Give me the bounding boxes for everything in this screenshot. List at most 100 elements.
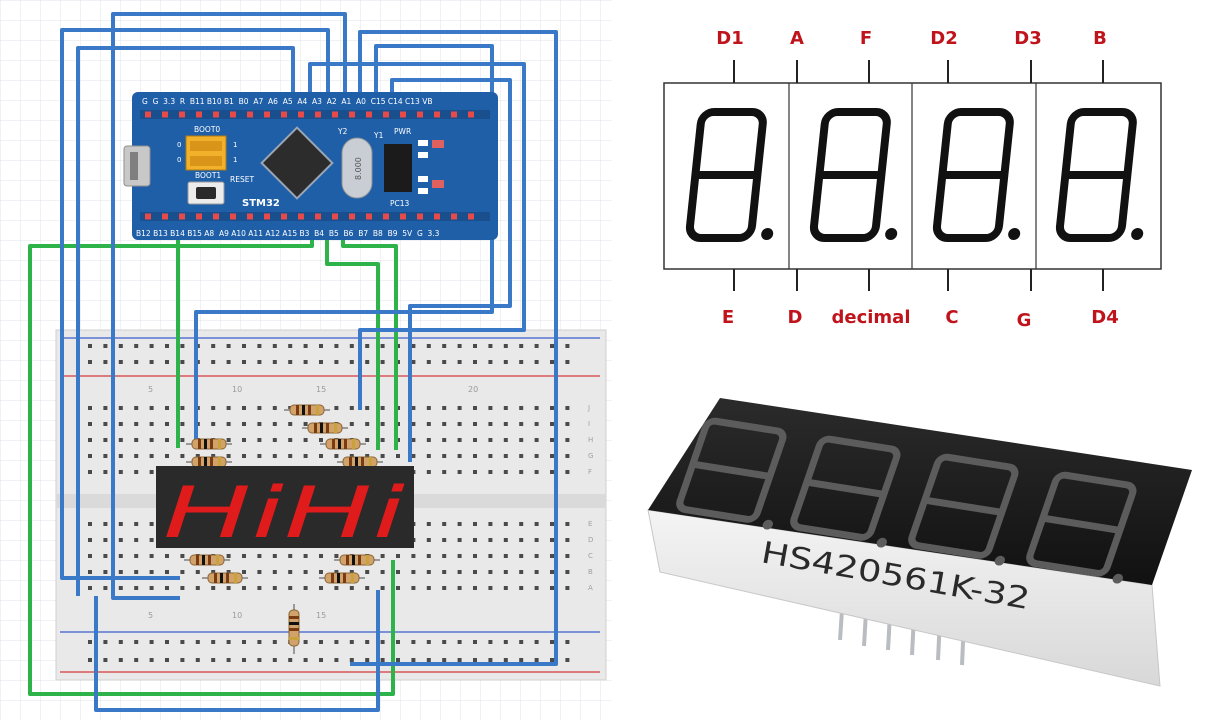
- breadboard-hole: [488, 554, 493, 558]
- breadboard-hole: [411, 554, 416, 558]
- breadboard-hole: [103, 640, 108, 644]
- breadboard-hole: [288, 344, 293, 348]
- pin-label-c: C: [945, 307, 958, 328]
- breadboard-hole: [565, 406, 570, 410]
- breadboard-hole: [257, 570, 262, 574]
- breadboard-hole: [272, 554, 277, 558]
- breadboard-hole: [396, 586, 400, 590]
- usb-port-slot: [130, 152, 138, 180]
- breadboard-hole: [226, 344, 231, 348]
- breadboard-hole: [103, 570, 108, 574]
- breadboard-hole: [503, 360, 508, 364]
- breadboard-hole: [503, 470, 508, 474]
- breadboard-hole: [149, 522, 154, 526]
- resistor-band: [366, 555, 369, 565]
- breadboard-hole: [426, 470, 431, 474]
- breadboard-hole: [103, 438, 108, 442]
- breadboard-hole: [442, 658, 447, 662]
- resistor-band: [210, 439, 213, 449]
- breadboard-hole: [288, 422, 293, 426]
- reset-label: RESET: [230, 175, 254, 184]
- header-pin: [247, 213, 253, 220]
- breadboard-hole: [103, 454, 108, 458]
- breadboard-hole: [165, 360, 169, 364]
- breadboard-hole: [242, 406, 246, 410]
- breadboard-hole: [426, 570, 431, 574]
- breadboard-hole: [149, 538, 154, 542]
- resistor-band: [198, 439, 201, 449]
- breadboard-hole: [149, 470, 154, 474]
- header-pin: [264, 213, 270, 220]
- resistor-band: [289, 637, 299, 640]
- breadboard-hole: [88, 522, 92, 526]
- header-pin: [400, 111, 406, 118]
- breadboard-hole: [473, 554, 477, 558]
- breadboard-hole: [180, 454, 185, 458]
- pin-label-d2: D2: [930, 28, 957, 49]
- jumper-0-label: 0: [177, 156, 181, 164]
- breadboard-hole: [442, 570, 447, 574]
- decimal-point: [761, 228, 774, 240]
- breadboard-hole: [303, 570, 308, 574]
- breadboard-hole: [503, 406, 508, 410]
- resistor-band: [349, 457, 352, 467]
- breadboard-hole: [149, 422, 154, 426]
- breadboard-hole: [242, 422, 246, 426]
- breadboard-hole: [195, 640, 200, 644]
- breadboard-hole: [488, 470, 493, 474]
- breadboard-hole: [319, 658, 323, 662]
- photo-decimal-point: [994, 555, 1005, 566]
- breadboard-hole: [473, 570, 477, 574]
- breadboard-hole: [519, 470, 524, 474]
- breadboard-hole: [411, 454, 416, 458]
- breadboard-hole: [442, 438, 447, 442]
- breadboard-hole: [149, 360, 154, 364]
- breadboard-hole: [550, 406, 554, 410]
- breadboard-hole: [319, 344, 323, 348]
- header-pin: [196, 111, 202, 118]
- header-pin: [162, 213, 168, 220]
- photo-digit-middle: [923, 496, 1003, 516]
- jumper: [190, 156, 222, 166]
- breadboard-hole: [503, 344, 508, 348]
- jumper-0-label: 0: [177, 141, 181, 149]
- digit-glyph: [932, 108, 1021, 242]
- breadboard-hole: [488, 570, 493, 574]
- breadboard-hole: [272, 406, 277, 410]
- breadboard-hole: [180, 658, 185, 662]
- breadboard-hole: [272, 344, 277, 348]
- breadboard-hole: [288, 438, 293, 442]
- breadboard-hole: [349, 658, 354, 662]
- pinout-digits: [685, 108, 1144, 242]
- breadboard-hole: [503, 554, 508, 558]
- mcu-chip: [260, 126, 334, 200]
- breadboard-hole: [242, 344, 246, 348]
- breadboard-hole: [411, 406, 416, 410]
- pinout-diagram: D1 A F D2 D3 B E D decimal C G D4: [663, 28, 1162, 331]
- breadboard-hole: [118, 538, 123, 542]
- breadboard-hole: [180, 640, 185, 644]
- breadboard-hole: [180, 586, 185, 590]
- resistor-band: [361, 457, 364, 467]
- breadboard-hole: [334, 454, 339, 458]
- breadboard-hole: [149, 570, 154, 574]
- breadboard-hole: [473, 538, 477, 542]
- breadboard-hole: [442, 360, 447, 364]
- breadboard-hole: [488, 640, 493, 644]
- row-letter: I: [588, 420, 590, 428]
- breadboard-hole: [103, 586, 108, 590]
- header-pin: [332, 111, 338, 118]
- breadboard-hole: [457, 538, 462, 542]
- resistor-band: [198, 457, 201, 467]
- breadboard-hole: [503, 586, 508, 590]
- breadboard-hole: [488, 438, 493, 442]
- breadboard-hole: [534, 522, 539, 526]
- breadboard-hole: [565, 570, 570, 574]
- breadboard-hole: [180, 344, 185, 348]
- resistor-band: [289, 622, 299, 625]
- breadboard-hole: [319, 586, 323, 590]
- breadboard-hole: [503, 538, 508, 542]
- breadboard-hole: [226, 360, 231, 364]
- resistor-band: [334, 423, 337, 433]
- row-letter: E: [588, 520, 592, 528]
